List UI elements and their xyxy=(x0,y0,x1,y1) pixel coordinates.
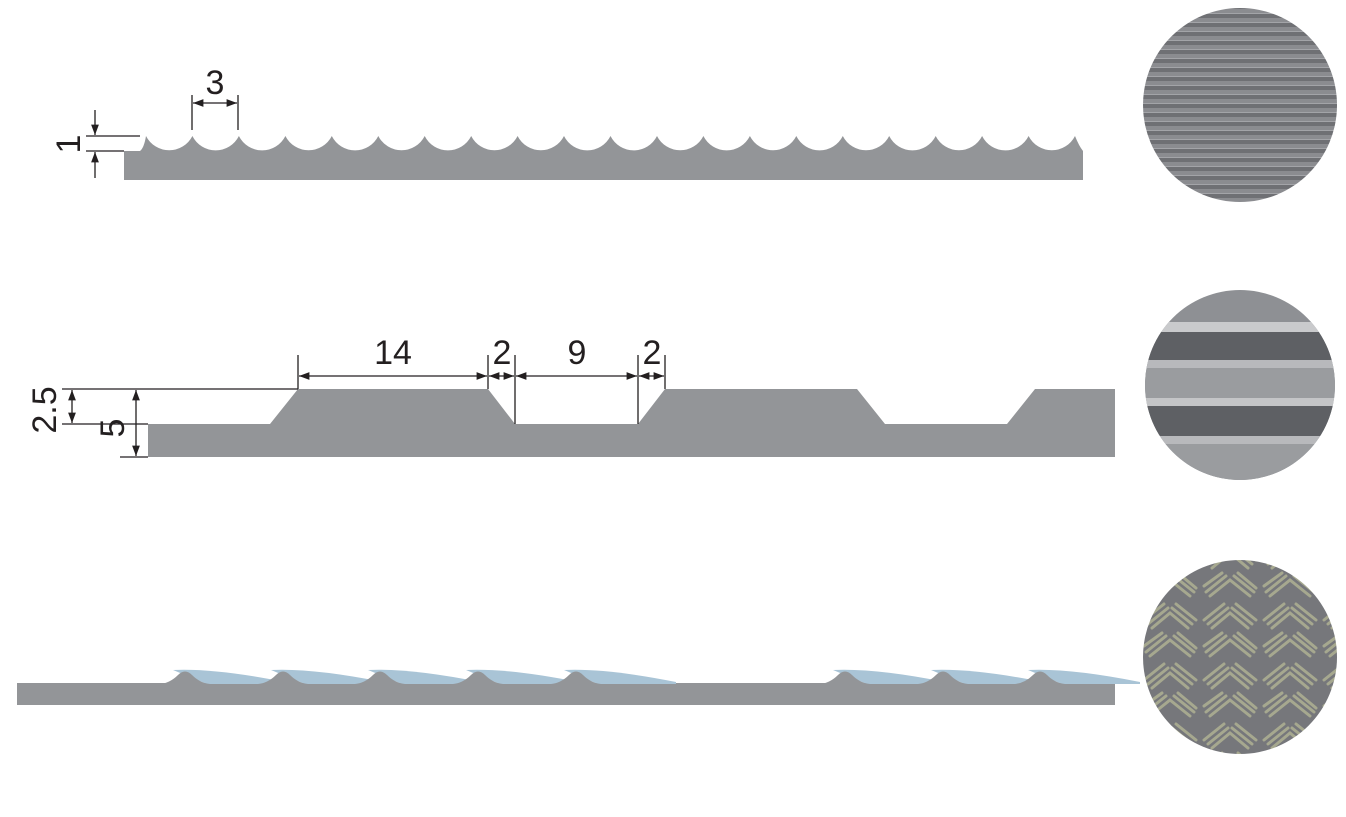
checker-rib-bump xyxy=(918,671,968,684)
checker-plate-profile xyxy=(17,669,1140,705)
slope-right-label: 2 xyxy=(643,334,662,372)
coating-overlay xyxy=(564,669,676,684)
coating-overlay xyxy=(271,669,383,684)
fine-rib-cross-section xyxy=(124,136,1083,180)
pitch-label: 3 xyxy=(206,64,225,102)
rib-height-label: 2.5 xyxy=(26,386,64,433)
checker-rib-bump xyxy=(820,671,870,684)
height-label: 1 xyxy=(50,135,88,154)
coating-overlay xyxy=(931,669,1043,684)
checker-rib-bump xyxy=(1015,671,1065,684)
broad-rib-profile: 14 2 9 2 2.5 5 xyxy=(26,334,1115,458)
broad-rib-texture-photo xyxy=(1145,290,1335,480)
checker-rib-bump xyxy=(355,671,405,684)
checker-rib-bump xyxy=(453,671,503,684)
coating-overlay xyxy=(1028,669,1140,684)
coating-overlay xyxy=(368,669,480,684)
slope-left-label: 2 xyxy=(493,334,512,372)
checker-plate-texture-photo xyxy=(1143,560,1337,754)
thickness-label: 5 xyxy=(94,419,132,438)
coating-overlay xyxy=(173,669,285,684)
coating-overlay xyxy=(833,669,945,684)
fine-rib-texture-photo xyxy=(1143,8,1337,202)
checker-rib-bump xyxy=(258,671,308,684)
checker-rib-bump xyxy=(551,671,601,684)
checker-plate-base xyxy=(17,683,1115,705)
bottom-width-label: 9 xyxy=(568,334,587,372)
fine-rib-profile: 3 1 xyxy=(50,64,1083,180)
coating-overlay xyxy=(466,669,578,684)
broad-rib-cross-section xyxy=(148,389,1115,457)
top-width-label: 14 xyxy=(374,334,412,372)
checker-rib-bump xyxy=(160,671,210,684)
